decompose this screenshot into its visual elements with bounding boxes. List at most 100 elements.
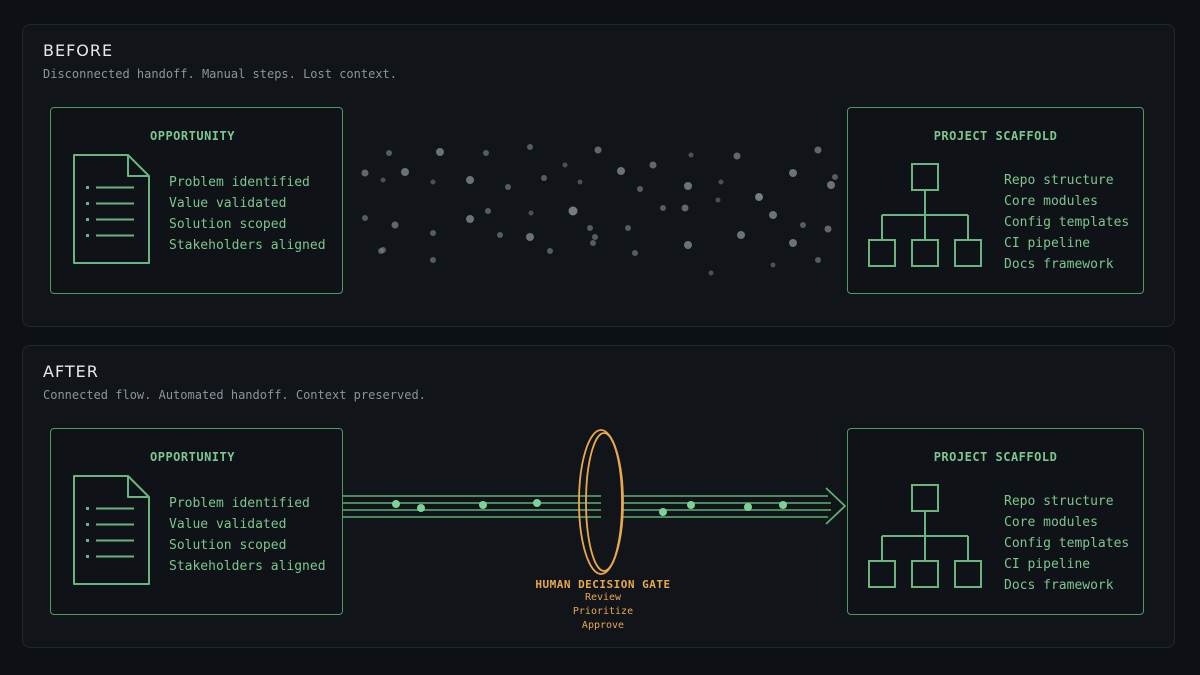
scatter-dot <box>594 146 602 154</box>
list-item: CI pipeline <box>1004 236 1091 251</box>
scatter-dot <box>587 225 593 231</box>
after-heading: AFTER <box>43 362 99 381</box>
scatter-dot <box>547 248 553 254</box>
list-item: Config templates <box>1004 215 1130 230</box>
scatter-dot <box>466 215 474 223</box>
scatter-dot <box>483 150 489 156</box>
before-panel: BEFORE Disconnected handoff. Manual step… <box>22 24 1175 327</box>
opportunity-list: Problem identified Value validated Solut… <box>169 172 326 256</box>
scatter-dot <box>737 231 745 239</box>
scatter-dot <box>401 168 409 176</box>
scatter-dot <box>832 174 838 180</box>
list-item: Solution scoped <box>169 538 287 553</box>
after-panel: AFTER Connected flow. Automated handoff.… <box>22 345 1175 648</box>
list-item: CI pipeline <box>1004 557 1091 572</box>
list-item: Value validated <box>169 196 287 211</box>
arrow-head-icon <box>825 487 846 525</box>
flow-lines <box>343 495 831 518</box>
scatter-dot <box>684 241 692 249</box>
scatter-dot <box>814 146 822 154</box>
scatter-dot <box>688 152 694 158</box>
scatter-dot <box>625 225 631 231</box>
before-scaffold-card: PROJECT SCAFFOLD Repo structure Core mod… <box>847 107 1144 294</box>
scaffold-title: PROJECT SCAFFOLD <box>933 450 1058 464</box>
scatter-dot <box>637 186 643 192</box>
human-decision-gate: HUMAN DECISION GATE Review Prioritize Ap… <box>503 578 703 633</box>
scatter-dot <box>361 169 369 177</box>
scattered-dots <box>361 144 838 276</box>
opportunity-title: OPPORTUNITY <box>150 129 235 143</box>
list-item: Config templates <box>1004 536 1130 551</box>
scatter-dot <box>715 197 721 203</box>
scatter-dot <box>430 257 436 263</box>
scaffold-list: Repo structure Core modules Config templ… <box>1004 491 1129 596</box>
opportunity-list: Problem identified Value validated Solut… <box>169 493 326 577</box>
gate-step: Review <box>584 592 622 603</box>
scatter-dot <box>815 257 821 263</box>
after-scaffold-card: PROJECT SCAFFOLD Repo structure Core mod… <box>847 428 1144 615</box>
list-item: Core modules <box>1004 194 1098 209</box>
list-item: Repo structure <box>1004 494 1114 509</box>
scatter-dot <box>649 161 657 169</box>
scatter-dot <box>592 234 598 240</box>
scatter-dot <box>755 193 763 201</box>
scatter-dot <box>789 169 797 177</box>
scatter-dot <box>497 232 503 238</box>
gate-step: Approve <box>581 620 625 631</box>
connected-flow <box>343 429 846 575</box>
scatter-dot <box>789 239 797 247</box>
list-item: Stakeholders aligned <box>169 238 326 253</box>
scatter-dot <box>362 215 368 221</box>
scatter-dot <box>577 179 583 185</box>
gate-ring-icon <box>578 429 624 575</box>
scatter-dot <box>660 205 666 211</box>
scatter-dot <box>430 179 436 185</box>
list-item: Docs framework <box>1004 578 1114 593</box>
scatter-dot <box>562 162 568 168</box>
scatter-dot <box>632 250 638 256</box>
tree-structure-icon <box>868 484 988 588</box>
tree-structure-icon <box>868 163 988 267</box>
document-icon <box>72 153 152 267</box>
scatter-dot <box>590 240 596 246</box>
gate-title: HUMAN DECISION GATE <box>535 578 671 591</box>
scatter-dot <box>436 148 444 156</box>
scatter-dot <box>378 248 384 254</box>
scatter-dot <box>824 225 832 233</box>
document-icon <box>72 474 152 588</box>
scaffold-title: PROJECT SCAFFOLD <box>933 129 1058 143</box>
list-item: Problem identified <box>169 175 310 190</box>
scatter-dot <box>528 210 534 216</box>
scatter-dot <box>718 179 724 185</box>
scatter-dot <box>800 222 806 228</box>
gate-step: Prioritize <box>572 606 634 617</box>
scatter-dot <box>386 150 392 156</box>
scatter-dot <box>770 262 776 268</box>
scatter-dot <box>526 233 534 241</box>
scatter-dot <box>485 208 491 214</box>
before-opportunity-card: OPPORTUNITY Problem identified Value val… <box>50 107 343 294</box>
scatter-dot <box>380 177 386 183</box>
scatter-dot <box>391 221 399 229</box>
scatter-dot <box>466 176 474 184</box>
list-item: Repo structure <box>1004 173 1114 188</box>
list-item: Solution scoped <box>169 217 287 232</box>
before-subtitle: Disconnected handoff. Manual steps. Lost… <box>43 67 398 81</box>
after-opportunity-card: OPPORTUNITY Problem identified Value val… <box>50 428 343 615</box>
after-subtitle: Connected flow. Automated handoff. Conte… <box>43 388 426 402</box>
scatter-dot <box>684 182 692 190</box>
scatter-dot <box>505 184 511 190</box>
scatter-dot <box>681 204 689 212</box>
scatter-dot <box>733 152 741 160</box>
scatter-dot <box>769 211 777 219</box>
list-item: Docs framework <box>1004 257 1114 272</box>
list-item: Problem identified <box>169 496 310 511</box>
scatter-dot <box>617 167 625 175</box>
scaffold-list: Repo structure Core modules Config templ… <box>1004 170 1129 275</box>
scatter-dot <box>827 181 835 189</box>
list-item: Stakeholders aligned <box>169 559 326 574</box>
scatter-dot <box>568 206 578 216</box>
before-heading: BEFORE <box>43 41 114 60</box>
scatter-dot <box>708 270 714 276</box>
list-item: Value validated <box>169 517 287 532</box>
